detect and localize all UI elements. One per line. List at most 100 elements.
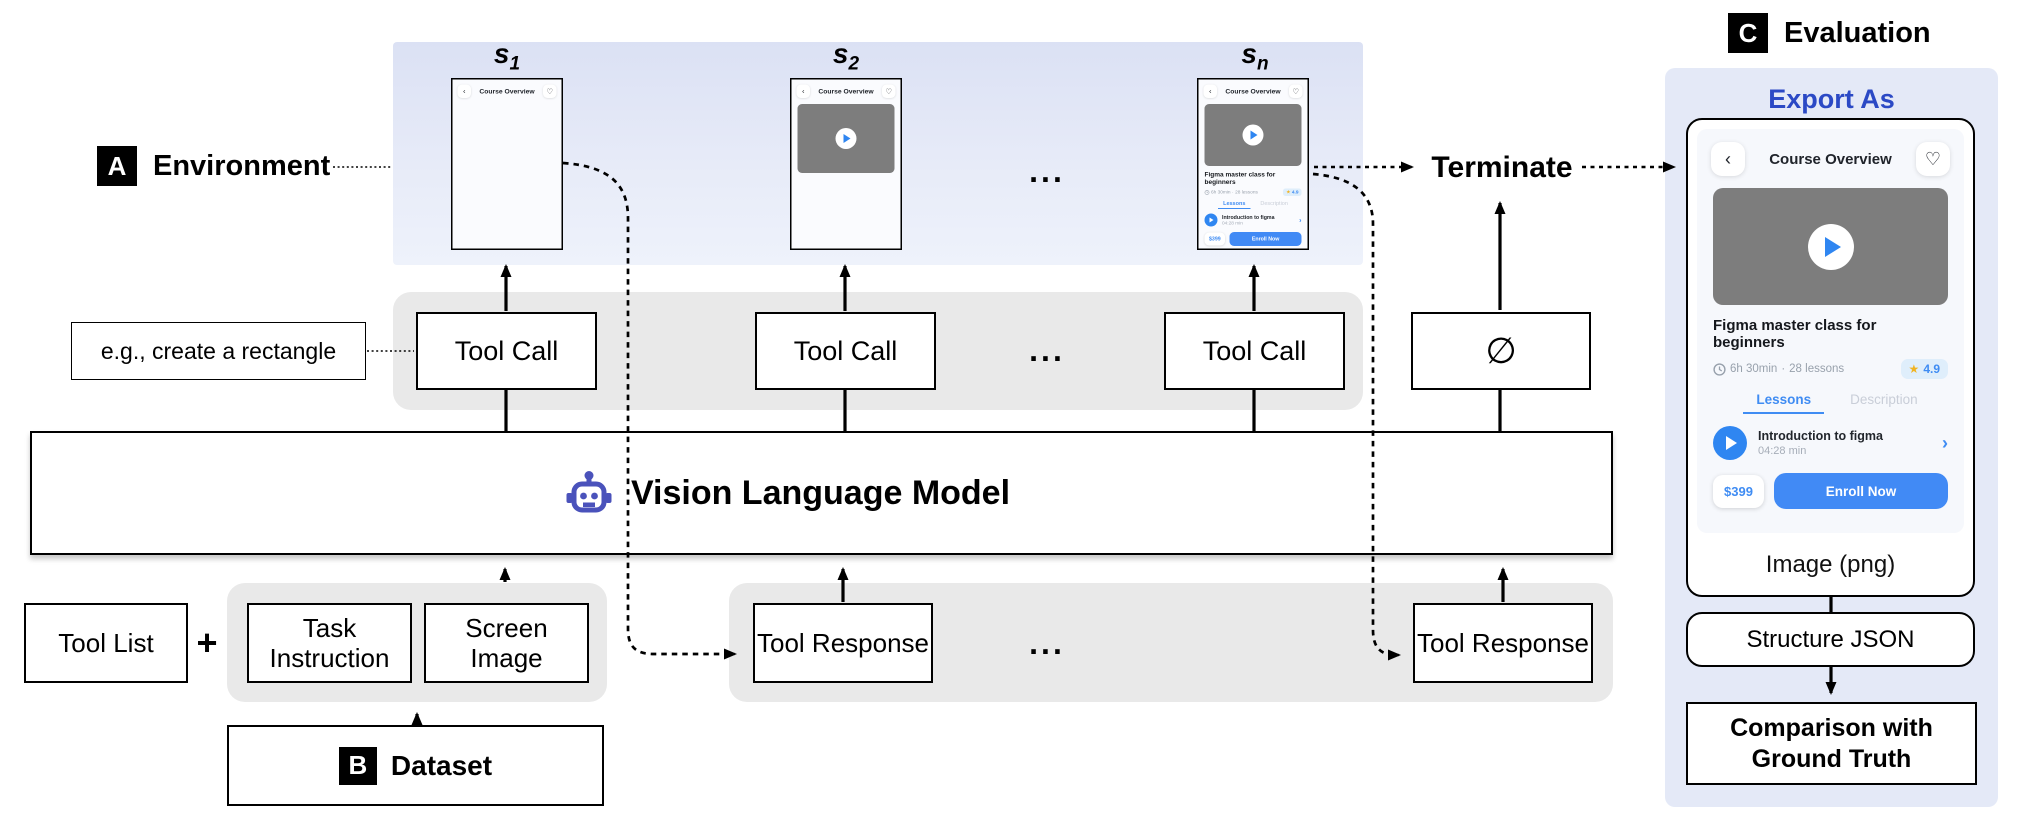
heart-icon: ♡ bbox=[543, 84, 557, 98]
phone-header: ‹ Course Overview ♡ bbox=[1199, 80, 1308, 102]
empty-set-box: ∅ bbox=[1411, 312, 1591, 390]
plus-sign: + bbox=[196, 622, 218, 663]
chevron-right-icon: › bbox=[1299, 216, 1302, 224]
star-icon: ★ bbox=[1286, 189, 1291, 196]
tool-call-ellipsis: ... bbox=[1029, 332, 1065, 369]
price-chip: $399 bbox=[1204, 232, 1226, 246]
tool-call-box-2: Tool Call bbox=[755, 312, 936, 390]
tool-response-box-1: Tool Response bbox=[753, 603, 933, 683]
course-video-thumbnail bbox=[797, 104, 895, 173]
section-b-title: Dataset bbox=[390, 749, 493, 781]
course-duration: 6h 30min bbox=[1730, 363, 1778, 375]
state-sn-label: sn bbox=[1241, 38, 1269, 75]
dataset-box: B Dataset bbox=[227, 725, 604, 806]
course-duration: 6h 30min bbox=[1211, 189, 1231, 196]
course-lesson-count: 28 lessons bbox=[1235, 189, 1258, 196]
lesson-duration: 04:28 min bbox=[1222, 220, 1243, 226]
enroll-button[interactable]: Enroll Now bbox=[1773, 473, 1948, 509]
rating-badge: ★ 4.9 bbox=[1283, 188, 1302, 196]
tab-description[interactable]: Description bbox=[1850, 392, 1918, 407]
vlm-title: Vision Language Model bbox=[630, 473, 1011, 512]
exported-image-card: ‹ Course Overview ♡ Figma master class f… bbox=[1686, 118, 1975, 597]
play-icon bbox=[835, 128, 857, 149]
lesson-title: Introduction to figma bbox=[1222, 214, 1275, 221]
course-title: Figma master class for beginners bbox=[1713, 317, 1877, 351]
heart-button[interactable]: ♡ bbox=[1916, 142, 1950, 176]
clock-icon bbox=[1713, 362, 1726, 376]
purchase-row: $399 Enroll Now bbox=[1204, 232, 1302, 246]
section-c-badge: C bbox=[1728, 13, 1768, 53]
section-a-title: Environment bbox=[153, 149, 331, 182]
back-button[interactable]: ‹ bbox=[1711, 142, 1745, 176]
purchase-row: $399 Enroll Now bbox=[1713, 473, 1948, 509]
tab-lessons: Lessons bbox=[1218, 201, 1251, 209]
course-title: Figma master class for beginners bbox=[1204, 170, 1276, 186]
lesson-row: Introduction to figma 04:28 min › bbox=[1204, 213, 1302, 227]
section-b-badge: B bbox=[338, 746, 377, 785]
robot-icon bbox=[566, 471, 612, 513]
phone-title: Course Overview bbox=[818, 87, 874, 96]
image-format-label: Image (png) bbox=[1765, 551, 1896, 578]
comparison-box: Comparison with Ground Truth bbox=[1686, 702, 1977, 785]
course-tabs: Lessons Description bbox=[1697, 392, 1964, 414]
section-a-badge: A bbox=[97, 146, 137, 186]
state-s2-screenshot: ‹ Course Overview ♡ bbox=[790, 78, 902, 250]
rating-badge: ★ 4.9 bbox=[1900, 359, 1948, 379]
tab-description: Description bbox=[1260, 200, 1288, 207]
tool-call-box-1: Tool Call bbox=[416, 312, 597, 390]
tool-response-box-2: Tool Response bbox=[1413, 603, 1593, 683]
lesson-play-icon bbox=[1204, 213, 1218, 227]
phone-header: ‹ Course Overview ♡ bbox=[453, 80, 562, 102]
course-meta: 6h 30min · 28 lessons ★ 4.9 bbox=[1713, 359, 1948, 379]
phone-title: Course Overview bbox=[1225, 87, 1281, 96]
state-s2-label: s2 bbox=[832, 38, 860, 75]
screen-image-box: Screen Image bbox=[424, 603, 589, 683]
tool-response-ellipsis: ... bbox=[1029, 625, 1065, 662]
tool-list-box: Tool List bbox=[24, 603, 188, 683]
example-note-box: e.g., create a rectangle bbox=[71, 322, 366, 380]
clock-icon bbox=[1204, 189, 1210, 195]
course-video-thumbnail bbox=[1204, 104, 1302, 166]
tab-lessons[interactable]: Lessons bbox=[1743, 392, 1825, 414]
meta-separator: · bbox=[1232, 189, 1234, 196]
lesson-row[interactable]: Introduction to figma 04:28 min › bbox=[1713, 426, 1948, 460]
lesson-duration: 04:28 min bbox=[1758, 445, 1807, 457]
enroll-button: Enroll Now bbox=[1229, 232, 1302, 246]
play-icon[interactable] bbox=[1807, 223, 1854, 270]
section-a-label: A Environment bbox=[97, 146, 330, 186]
star-icon: ★ bbox=[1908, 362, 1920, 376]
rating-value: 4.9 bbox=[1923, 362, 1940, 376]
state-sn-screenshot: ‹ Course Overview ♡ Figma master class f… bbox=[1197, 78, 1309, 250]
course-lesson-count: 28 lessons bbox=[1789, 363, 1845, 375]
price-chip: $399 bbox=[1713, 474, 1764, 508]
lesson-title: Introduction to figma bbox=[1758, 429, 1883, 443]
phone-header: ‹ Course Overview ♡ bbox=[792, 80, 901, 102]
tool-call-box-3: Tool Call bbox=[1164, 312, 1345, 390]
back-icon: ‹ bbox=[1203, 84, 1217, 98]
meta-separator: · bbox=[1781, 363, 1786, 375]
course-video-thumbnail[interactable] bbox=[1713, 188, 1948, 305]
export-as-title: Export As bbox=[1768, 84, 1895, 114]
vlm-box: Vision Language Model bbox=[30, 431, 1613, 555]
task-instruction-box: Task Instruction bbox=[247, 603, 412, 683]
section-c-title: Evaluation bbox=[1784, 16, 1931, 49]
heart-icon: ♡ bbox=[1289, 84, 1303, 98]
phone-title: Course Overview bbox=[1769, 150, 1892, 168]
chevron-right-icon[interactable]: › bbox=[1942, 432, 1948, 453]
structure-json-box: Structure JSON bbox=[1686, 612, 1975, 667]
phone-title: Course Overview bbox=[479, 87, 535, 96]
env-ellipsis: ... bbox=[1029, 153, 1065, 190]
back-icon: ‹ bbox=[796, 84, 810, 98]
terminate-label: Terminate bbox=[1431, 151, 1573, 184]
section-c-label: C Evaluation bbox=[1728, 13, 1931, 53]
heart-icon: ♡ bbox=[882, 84, 896, 98]
course-meta: 6h 30min · 28 lessons ★ 4.9 bbox=[1204, 188, 1302, 196]
course-screen: ‹ Course Overview ♡ Figma master class f… bbox=[1697, 129, 1964, 533]
phone-header: ‹ Course Overview ♡ bbox=[1697, 129, 1964, 184]
state-s1-screenshot: ‹ Course Overview ♡ bbox=[451, 78, 563, 250]
rating-value: 4.9 bbox=[1291, 189, 1299, 196]
state-s1-label: s1 bbox=[493, 38, 521, 75]
lesson-play-icon[interactable] bbox=[1713, 426, 1747, 460]
back-icon: ‹ bbox=[457, 84, 471, 98]
